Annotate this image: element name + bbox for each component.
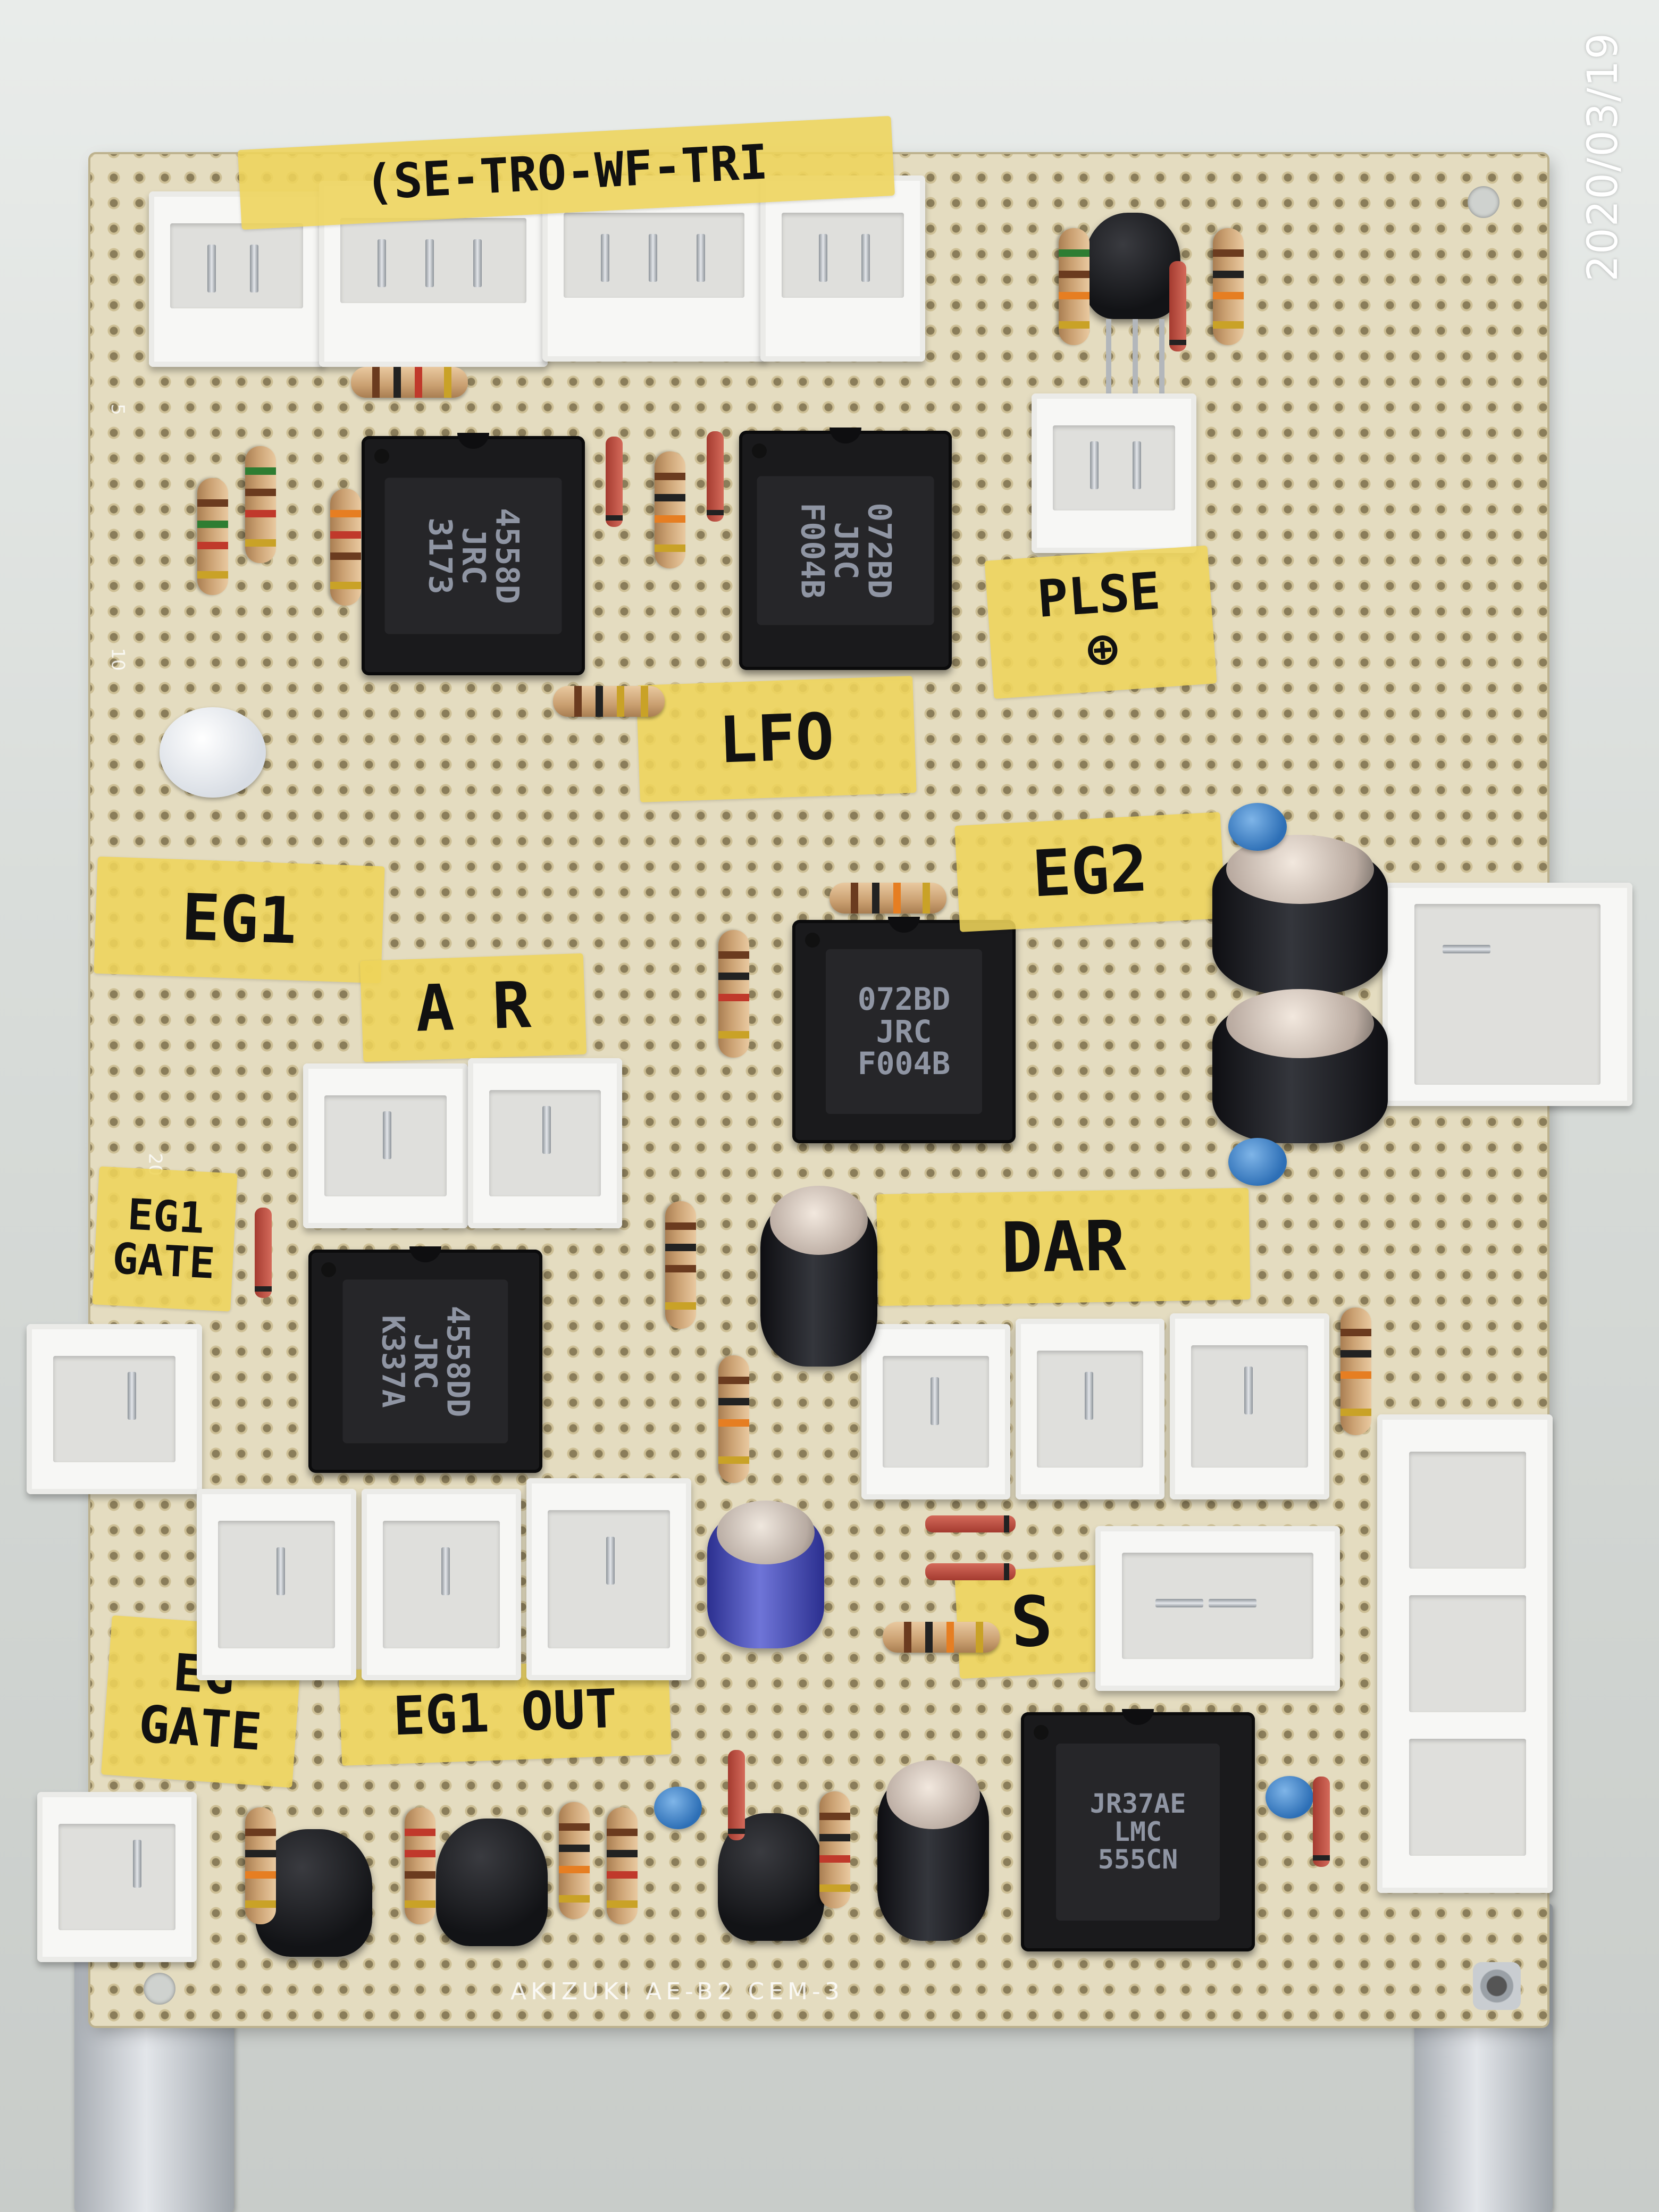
mounting-hole-top-right	[1468, 186, 1499, 218]
ic-4558dd-bottom-left: 4558DD JRC K337A	[308, 1246, 542, 1473]
dar-connector-1	[861, 1324, 1010, 1499]
resistor-bottom-5	[819, 1791, 850, 1908]
resistor-dar-right	[1340, 1308, 1371, 1435]
mounting-nut	[1473, 1962, 1521, 2010]
ic1-line1: 4558D	[488, 507, 526, 604]
ic2-line3: F004B	[793, 502, 831, 599]
capacitor-eg2-bottom	[1212, 989, 1388, 1143]
ceramic-cap-2	[1228, 1138, 1287, 1186]
grid-number-10: 10	[107, 648, 129, 671]
diode-bottom-right	[1313, 1777, 1330, 1867]
header-connector-4	[760, 175, 925, 362]
date-stamp: 2020/03/19	[1579, 32, 1627, 282]
label-eg1-gate-text: EG1 GATE	[111, 1189, 216, 1288]
ic3-line2: JRC	[876, 1013, 932, 1050]
resistor-lfo	[553, 686, 665, 717]
ic-072bd-top: 072BD JRC F004B	[739, 428, 952, 670]
ic-4558d-top: 4558D JRC 3173	[362, 433, 585, 675]
label-lfo: LFO	[636, 675, 917, 803]
ceramic-cap-1	[1228, 803, 1287, 851]
capacitor-eg2-top	[1212, 835, 1388, 994]
label-plse-text: PLSE ⊕	[1035, 561, 1162, 680]
dar-connector-3	[1170, 1313, 1329, 1499]
resistor-bottom-4	[607, 1807, 638, 1924]
ic-072bd-middle: 072BD JRC F004B	[792, 917, 1016, 1143]
ic5-line3: 555CN	[1097, 1844, 1178, 1875]
label-ar: A R	[359, 953, 587, 1062]
resistor-middle-3	[718, 1355, 749, 1483]
label-s-text: S	[1008, 1580, 1055, 1663]
ic-lmc555-bottom-right: JR37AE LMC 555CN	[1021, 1709, 1255, 1951]
label-top-header-text: (SE-TRO-WF-TRI	[363, 133, 769, 211]
label-ar-text: A R	[414, 968, 532, 1046]
ic3-line3: F004B	[857, 1045, 951, 1082]
resistor-eg2	[830, 883, 946, 914]
mounting-hole-bottom-left	[144, 1973, 175, 2005]
ar-connector-1	[303, 1063, 468, 1228]
ic2-line1: 072BD	[860, 502, 898, 599]
ic4-line1: 4558DD	[440, 1305, 476, 1417]
diode-middle-2	[925, 1563, 1016, 1580]
resistor-top-right-2	[1213, 228, 1244, 345]
label-plse: PLSE ⊕	[984, 545, 1217, 699]
label-dar-text: DAR	[1000, 1205, 1127, 1288]
capacitor-bottom	[877, 1760, 989, 1941]
ceramic-cap-3	[654, 1787, 702, 1829]
capacitor-dar	[760, 1186, 877, 1367]
eg1-out-connector-2	[362, 1489, 521, 1680]
ic4-line3: K337A	[375, 1314, 412, 1408]
diode-middle-1	[925, 1515, 1016, 1532]
ic1-line2: JRC	[455, 526, 492, 585]
capacitor-blue	[707, 1501, 824, 1648]
board-print: AKIZUKI AE-B2 CEM-3	[510, 1978, 844, 2005]
ic5-line1: JR37AE	[1090, 1788, 1186, 1820]
ic2-line2: JRC	[827, 521, 865, 580]
transistor-top	[1085, 213, 1180, 319]
diode-top-1	[606, 437, 623, 527]
label-eg2-text: EG2	[1030, 832, 1150, 912]
right-vertical-connector	[1377, 1414, 1553, 1893]
resistor-left-3	[330, 489, 361, 606]
eg2-right-connector	[1382, 883, 1632, 1106]
label-eg1-out-text: EG1 OUT	[392, 1677, 618, 1747]
label-eg1-gate: EG1 GATE	[92, 1166, 238, 1312]
resistor-bottom-1	[245, 1807, 276, 1924]
resistor-top-right-1	[1059, 228, 1090, 345]
resistor-middle-1	[718, 930, 749, 1058]
diode-top-2	[707, 431, 724, 522]
ar-connector-2	[468, 1058, 622, 1228]
label-lfo-text: LFO	[717, 700, 835, 778]
resistor-top-horizontal	[351, 367, 468, 398]
eg-gate-connector	[37, 1792, 197, 1962]
s-connector	[1095, 1526, 1340, 1691]
resistor-bottom-2	[405, 1807, 435, 1924]
label-eg1: EG1	[94, 856, 385, 984]
label-dar: DAR	[876, 1187, 1251, 1306]
resistor-s	[883, 1622, 1000, 1653]
eg1-out-connector-1	[197, 1489, 356, 1680]
label-eg2: EG2	[954, 812, 1226, 932]
resistor-left-2	[245, 446, 276, 563]
ic1-line3: 3173	[421, 517, 459, 594]
label-eg1-text: EG1	[180, 881, 298, 959]
diode-eg1-gate	[255, 1208, 272, 1298]
resistor-bottom-3	[559, 1802, 590, 1919]
pulse-connector	[1032, 393, 1196, 553]
ic4-line2: JRC	[407, 1333, 444, 1389]
dar-connector-2	[1016, 1319, 1164, 1499]
eg1-gate-connector	[27, 1324, 202, 1494]
ceramic-cap-white	[160, 707, 266, 798]
ceramic-cap-4	[1266, 1776, 1313, 1819]
diode-bottom-1	[728, 1750, 745, 1840]
resistor-middle-2	[665, 1201, 696, 1329]
resistor-left-1	[197, 478, 228, 595]
eg1-out-connector-3	[526, 1478, 691, 1680]
ic3-line1: 072BD	[857, 981, 951, 1017]
ic5-line2: LMC	[1113, 1816, 1162, 1847]
transistor-bottom-2	[436, 1819, 548, 1946]
grid-number-5: 5	[106, 404, 128, 415]
resistor-top-middle	[655, 451, 685, 568]
diode-top-right	[1169, 261, 1186, 351]
